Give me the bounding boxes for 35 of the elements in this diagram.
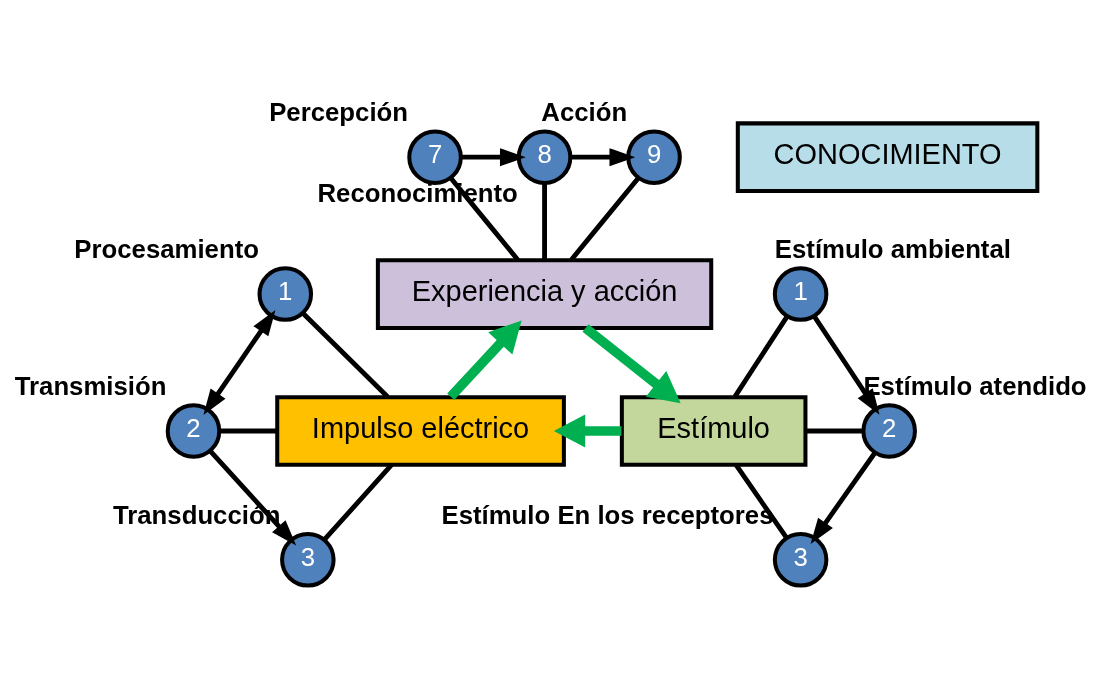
arrow xyxy=(812,314,880,415)
connector xyxy=(734,463,789,539)
arrow xyxy=(553,414,622,447)
node-label: Procesamiento xyxy=(74,234,259,263)
node-label: Transmisión xyxy=(14,371,167,400)
node-circle: 1 xyxy=(772,265,829,322)
node-box: Experiencia y acción xyxy=(375,257,714,330)
node-label: Acción xyxy=(541,97,628,126)
node-circle: 3 xyxy=(280,531,336,588)
connector xyxy=(805,428,864,433)
connector xyxy=(732,314,790,398)
connector xyxy=(219,428,277,433)
connector xyxy=(542,182,547,260)
arrow xyxy=(810,450,877,544)
node-circle: 2 xyxy=(165,402,222,459)
node-label: Estímulo ambiental xyxy=(774,234,1011,263)
arrow xyxy=(582,323,681,403)
connector xyxy=(569,175,641,261)
node-box: Estímulo xyxy=(619,394,808,467)
connector xyxy=(301,310,390,399)
node-label: Estímulo atendido xyxy=(863,371,1087,400)
node-circle: 9 xyxy=(626,128,682,185)
arrow xyxy=(461,147,526,166)
node-label: Estímulo En los receptores xyxy=(441,500,774,529)
node-circle: 2 xyxy=(861,402,917,459)
node-label: Percepción xyxy=(269,97,409,126)
node-circle: 3 xyxy=(772,531,829,588)
node-box: CONOCIMIENTO xyxy=(735,120,1040,193)
node-box: Impulso eléctrico xyxy=(275,394,566,467)
arrow xyxy=(203,309,276,415)
node-circle: 1 xyxy=(257,265,314,322)
arrow xyxy=(208,449,297,545)
arrow xyxy=(570,147,636,166)
node-circle: 8 xyxy=(516,128,573,185)
arrow xyxy=(447,319,522,400)
